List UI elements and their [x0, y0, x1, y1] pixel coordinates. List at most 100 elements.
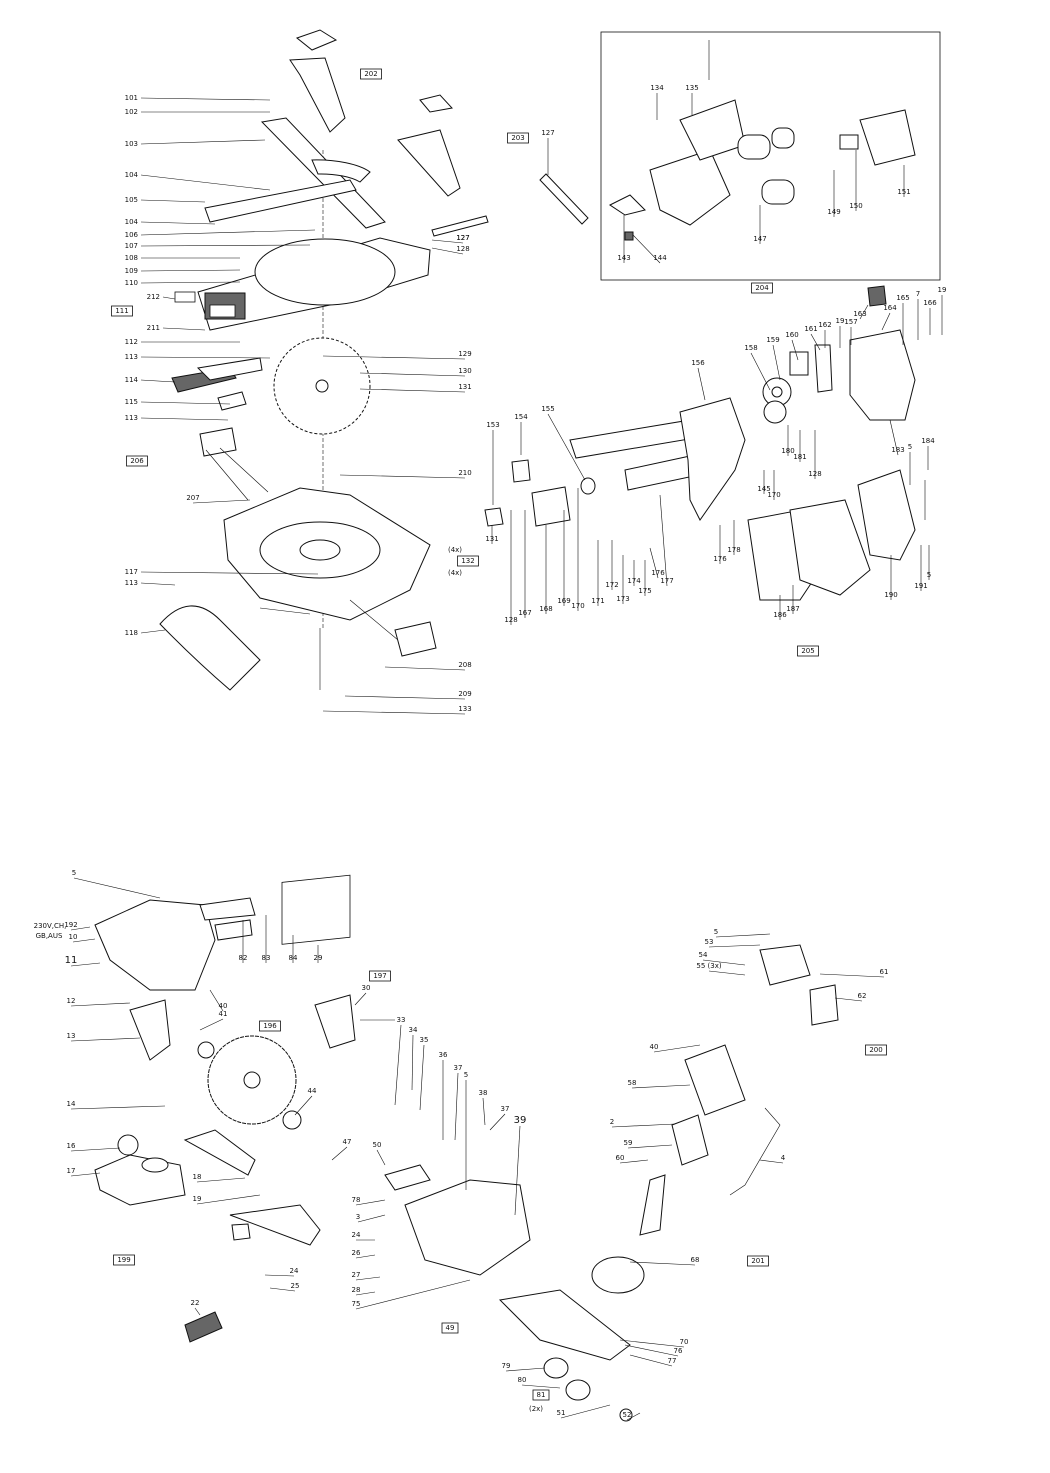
top-label-box-19: [126, 455, 148, 467]
bottom-part-label-48: 54: [699, 951, 708, 959]
bottom-leader-10: [70, 1172, 101, 1177]
top-part-label-27: 127: [456, 234, 469, 242]
bottom-leader-58: [759, 1159, 784, 1164]
top-part-label-22: 113: [125, 579, 138, 587]
bottom-part-label-47: 53: [705, 938, 714, 946]
bottom-leader-32: [355, 1199, 386, 1206]
bottom-part-label-21: 33: [397, 1016, 406, 1024]
bottom-part-label-53: 200: [869, 1046, 882, 1054]
bottom-leader-52: [653, 1044, 701, 1053]
bottom-part-label-30: 47: [343, 1138, 352, 1146]
bottom-part-label-1: 230V,CH,: [34, 922, 67, 930]
bottom-leader-42: [264, 1274, 295, 1277]
bottom-leader-lines: [70, 877, 885, 1421]
bottom-part-label-33: 3: [356, 1213, 360, 1221]
top-part-label-14: 112: [125, 338, 138, 346]
top-part-label-90: 184: [921, 437, 935, 445]
top-part-label-29: 129: [458, 350, 471, 358]
top-leader-10: [140, 281, 241, 284]
bottom-part-label-35: 26: [352, 1249, 361, 1257]
bottom-part-label-36: 27: [352, 1271, 361, 1279]
top-leader-51: [547, 413, 586, 481]
rail-and-guard-drawing: [484, 285, 926, 601]
bottom-label-box-15: [369, 970, 391, 982]
top-leader-88: [889, 419, 899, 456]
bottom-leader-4: [72, 938, 96, 943]
top-part-label-42: 144: [653, 254, 667, 262]
top-part-label-94: 205: [801, 647, 814, 655]
bottom-part-label-15: 197: [373, 972, 386, 980]
bottom-leader-68: [560, 1404, 611, 1419]
top-leader-67: [772, 344, 781, 381]
top-leader-5: [140, 221, 216, 225]
top-part-label-66: 158: [744, 344, 757, 352]
top-part-label-77: 166: [923, 299, 937, 307]
top-leader-64: [649, 547, 659, 579]
top-leader-4: [140, 199, 206, 203]
bottom-part-label-6: 12: [67, 997, 76, 1005]
bottom-part-label-17: 40: [219, 1002, 228, 1010]
bottom-leader-17: [209, 989, 224, 1012]
top-part-label-4: 105: [125, 196, 138, 204]
top-part-label-13: 211: [147, 324, 160, 332]
top-part-label-71: 19: [836, 317, 845, 325]
top-part-label-11: 212: [147, 293, 160, 301]
bottom-leader-48: [702, 959, 746, 966]
bottom-part-label-38: 75: [352, 1300, 361, 1308]
bottom-part-label-54: 58: [628, 1079, 637, 1087]
top-part-label-28: 128: [456, 245, 469, 253]
bottom-part-label-61: 70: [680, 1338, 689, 1346]
bottom-leader-26: [482, 1097, 486, 1126]
top-leader-36: [384, 666, 466, 671]
top-label-box-25: [507, 132, 529, 144]
bottom-leader-69: [626, 1412, 641, 1421]
bottom-leader-65: [521, 1384, 561, 1389]
bottom-leader-50: [819, 973, 885, 978]
top-part-label-33: 132: [461, 557, 474, 565]
bottom-part-label-19: 196: [263, 1022, 277, 1030]
top-part-label-52: 153: [486, 421, 499, 429]
bottom-part-label-66: 81: [537, 1391, 546, 1399]
bottom-part-label-10: 17: [67, 1167, 76, 1175]
top-leader-69: [810, 333, 821, 351]
top-part-label-26: 127: [541, 129, 554, 137]
bottom-leader-64: [505, 1367, 546, 1372]
top-leader-37: [344, 695, 466, 700]
bottom-part-label-20: 44: [308, 1087, 317, 1095]
bottom-leader-33: [357, 1214, 386, 1223]
top-leader-49: [697, 367, 706, 401]
bottom-part-label-67: (2x): [529, 1405, 543, 1413]
bottom-leader-38: [355, 1279, 471, 1310]
top-part-label-89: 5: [908, 443, 912, 451]
top-leader-21: [140, 571, 319, 575]
bottom-label-box-19: [259, 1020, 281, 1032]
bottom-part-label-60: 201: [751, 1257, 764, 1265]
top-part-label-40: 135: [685, 84, 698, 92]
bottom-part-label-39: 18: [193, 1173, 202, 1181]
top-part-label-70: 162: [818, 321, 831, 329]
top-part-label-35: (4x): [448, 569, 462, 577]
bottom-part-label-34: 24: [352, 1231, 361, 1239]
bottom-part-label-9: 16: [67, 1142, 76, 1150]
bottom-leader-7: [70, 1037, 141, 1042]
bottom-part-label-16: 30: [362, 984, 371, 992]
top-leader-6: [140, 229, 316, 236]
bottom-part-label-64: 79: [502, 1362, 511, 1370]
top-part-label-23: 118: [125, 629, 138, 637]
top-leader-23: [140, 629, 166, 634]
top-part-label-49: 156: [691, 359, 705, 367]
top-leader-29: [322, 355, 466, 360]
bottom-part-label-62: 76: [674, 1347, 683, 1355]
top-part-label-34: (4x): [448, 546, 462, 554]
bottom-part-label-8: 14: [67, 1100, 76, 1108]
bottom-leader-6: [70, 1002, 131, 1007]
bottom-leader-18: [199, 1018, 224, 1031]
top-part-label-50: 154: [514, 413, 528, 421]
top-part-label-36: 208: [458, 661, 471, 669]
bottom-leader-28: [514, 1125, 521, 1216]
bottom-leader-59: [629, 1261, 696, 1266]
top-part-label-76: 7: [916, 290, 920, 298]
bottom-leader-27: [489, 1113, 506, 1131]
